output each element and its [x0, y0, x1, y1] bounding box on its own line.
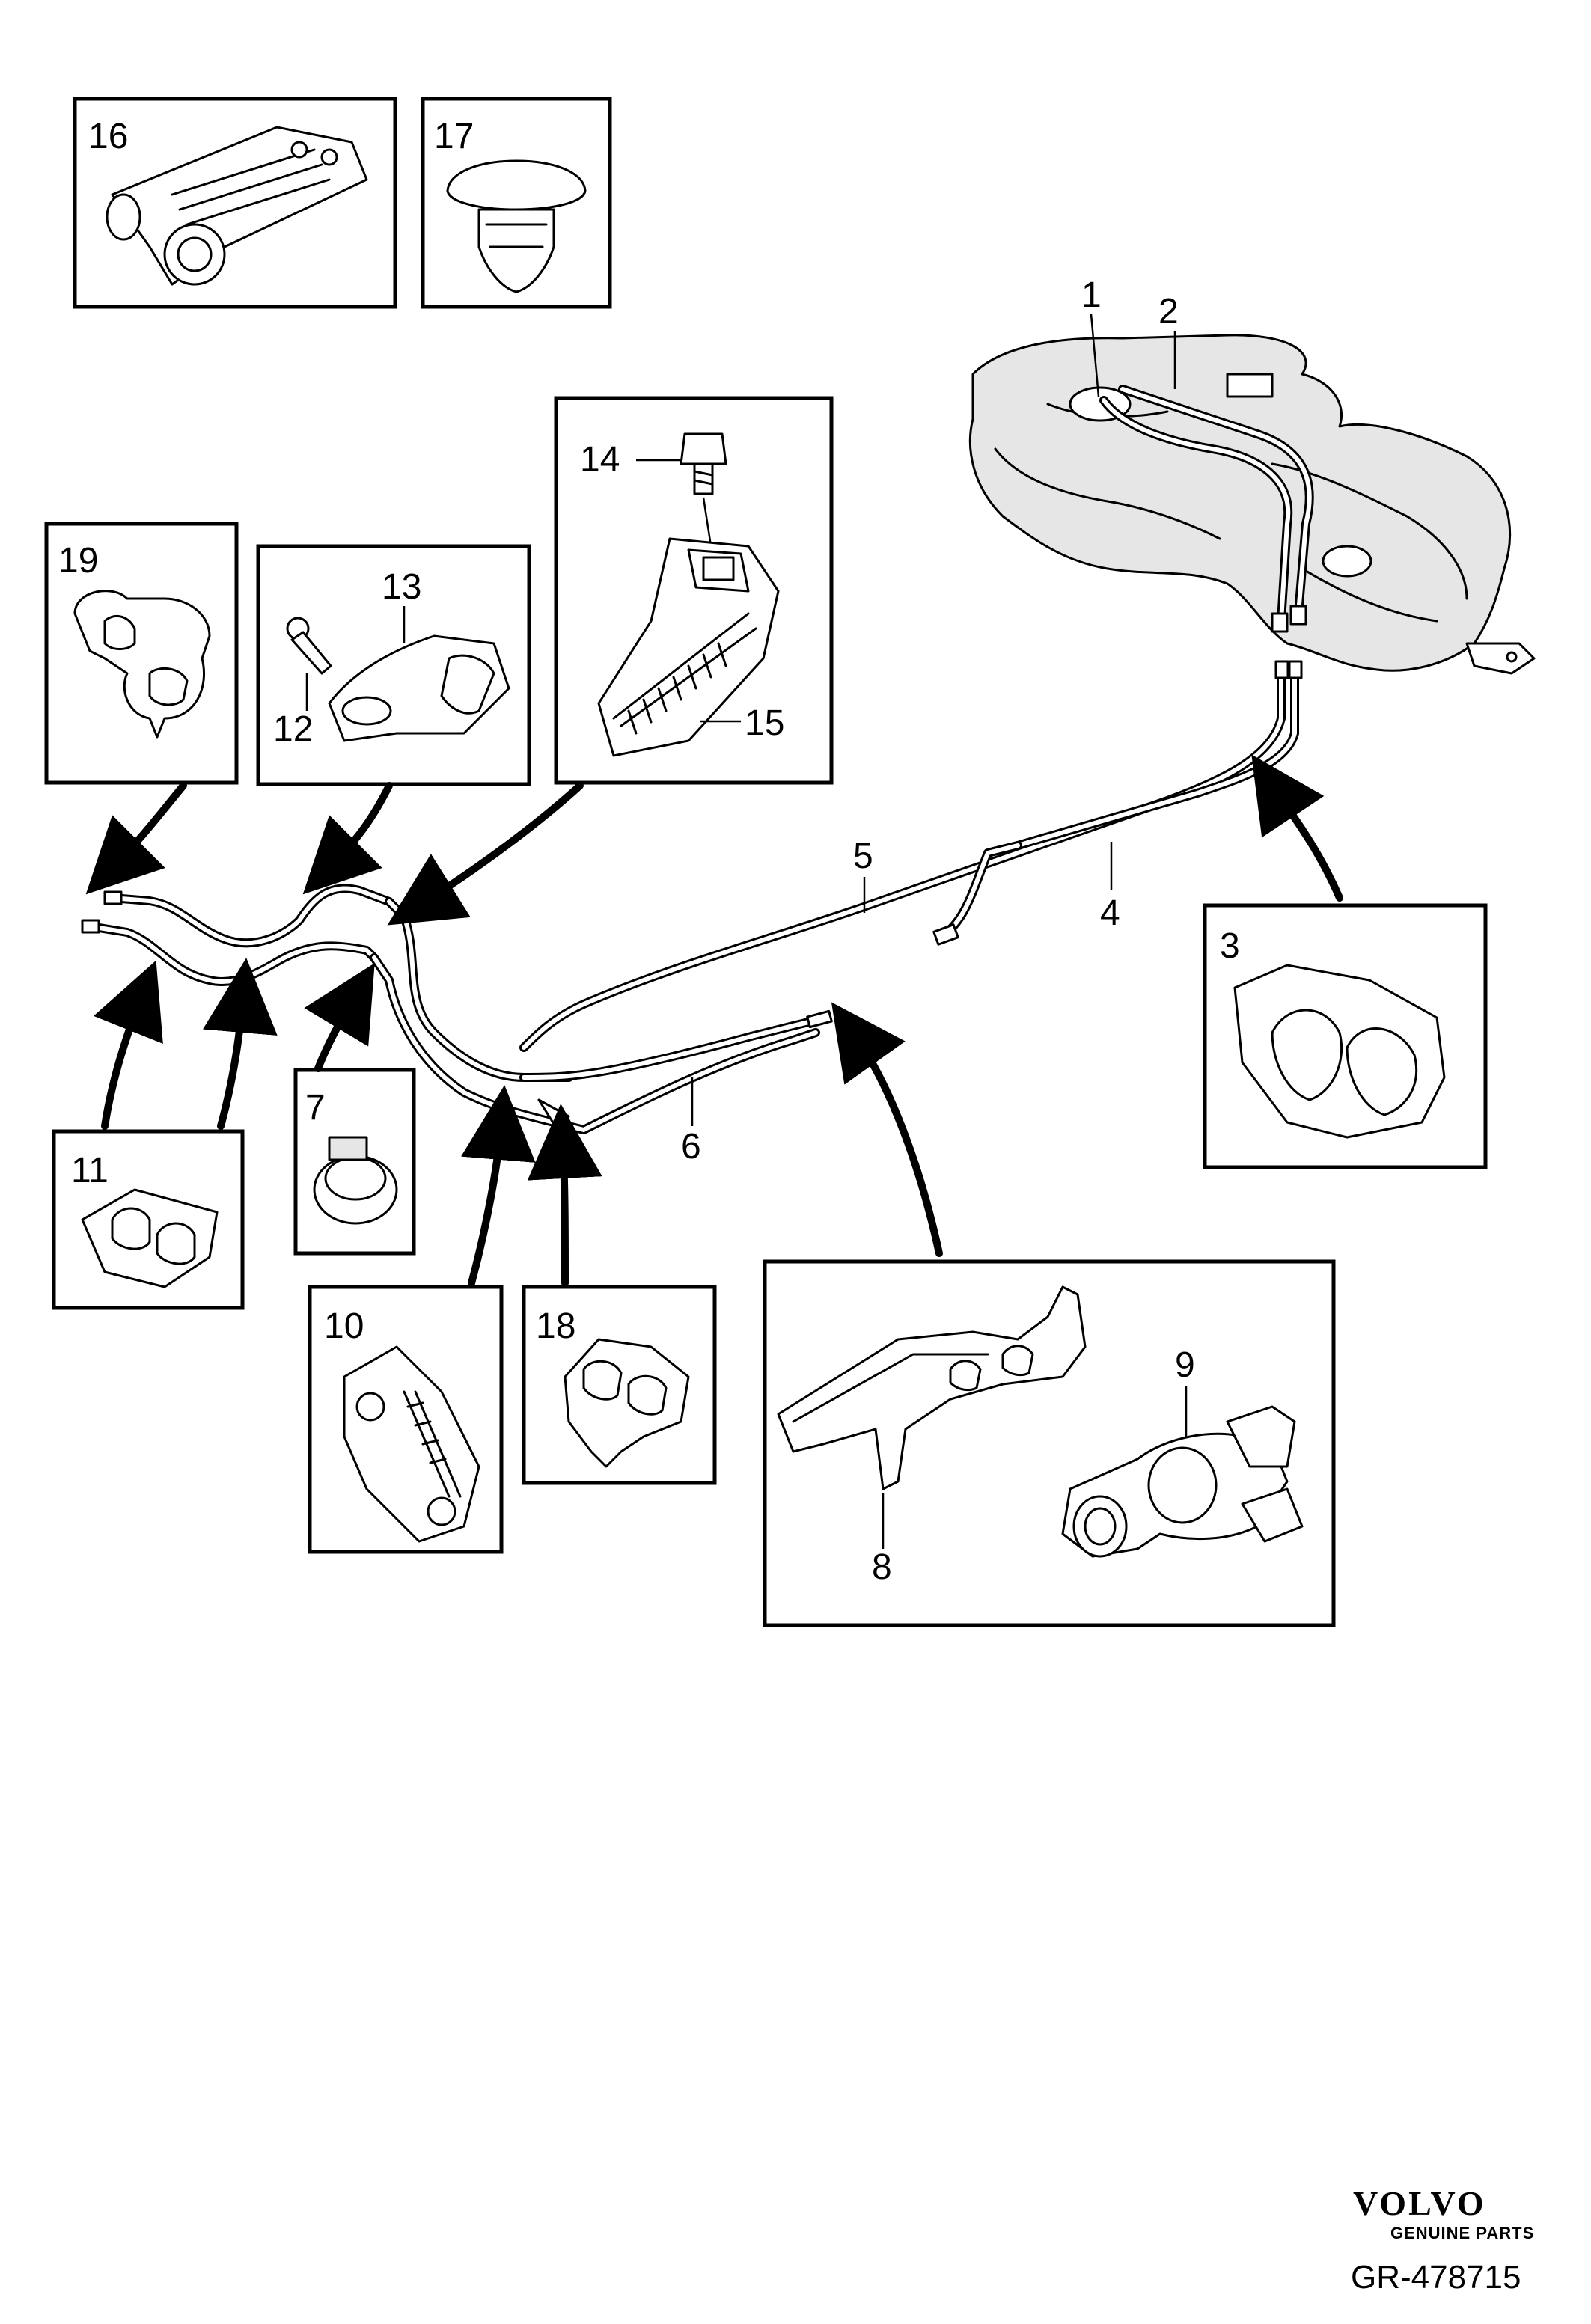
callout-14: 14 — [580, 440, 620, 480]
tank-fuel-lines — [1099, 385, 1314, 633]
part-8-bracket — [777, 1285, 1087, 1490]
callout-6: 6 — [681, 1127, 701, 1166]
part-box-10: 10 — [308, 1285, 504, 1554]
part-3-double-clip — [1233, 964, 1446, 1139]
callout-7: 7 — [305, 1088, 326, 1128]
callout-1: 1 — [1081, 275, 1102, 315]
part-box-18: 18 — [522, 1285, 717, 1485]
callout-15: 15 — [745, 703, 784, 743]
callout-16: 16 — [88, 117, 128, 156]
part-box-11: 11 — [52, 1129, 245, 1310]
volvo-logo: VOLVO — [1353, 2184, 1486, 2222]
pointer-arrows — [85, 754, 1343, 1287]
part-box-3: 3 — [1203, 903, 1488, 1169]
callout-5: 5 — [853, 837, 873, 876]
callout-17: 17 — [434, 117, 474, 156]
part-17-plug — [446, 159, 587, 293]
part-10-clip — [343, 1345, 480, 1543]
part-box-19: 19 — [44, 522, 239, 785]
callout-3: 3 — [1220, 926, 1240, 966]
tank-callouts: 1 2 — [1081, 275, 1179, 397]
callout-10: 10 — [324, 1306, 364, 1346]
part-box-8-9: 8 9 — [763, 1259, 1336, 1627]
brand-subtitle: GENUINE PARTS — [1390, 2224, 1534, 2242]
part-19-clip — [73, 590, 211, 739]
callout-9: 9 — [1175, 1345, 1195, 1385]
callout-13: 13 — [382, 567, 421, 607]
callout-18: 18 — [536, 1306, 575, 1346]
part-11-clip — [81, 1188, 219, 1288]
part-16-pipe-bracket — [106, 126, 368, 286]
part-13-bracket — [328, 634, 510, 742]
callout-2: 2 — [1158, 292, 1179, 331]
part-14-bolt — [680, 432, 727, 495]
callout-8: 8 — [872, 1547, 892, 1587]
part-box-17: 17 — [421, 97, 612, 309]
callout-11: 11 — [71, 1151, 109, 1190]
part-15-clamp — [597, 537, 780, 757]
part-box-7: 7 — [293, 1068, 416, 1256]
part-12-bolt — [286, 617, 332, 675]
part-18-clip — [564, 1338, 690, 1468]
part-box-16: 16 — [73, 97, 397, 309]
part-7-hose-clamp — [313, 1136, 398, 1225]
fuel-tank — [968, 334, 1536, 675]
part-box-14-15: 14 15 — [554, 396, 834, 785]
callout-19: 19 — [58, 541, 98, 581]
part-9-fuel-connector — [1061, 1405, 1304, 1558]
footer: VOLVO GENUINE PARTS GR-478715 — [1351, 2184, 1534, 2296]
line-callouts: 5 4 6 — [681, 837, 1120, 1166]
part-box-12-13: 13 12 — [256, 544, 531, 786]
diagram-reference: GR-478715 — [1351, 2259, 1521, 2296]
front-fuel-lines — [81, 884, 833, 1134]
callout-4: 4 — [1100, 893, 1120, 933]
callout-12: 12 — [273, 709, 313, 749]
